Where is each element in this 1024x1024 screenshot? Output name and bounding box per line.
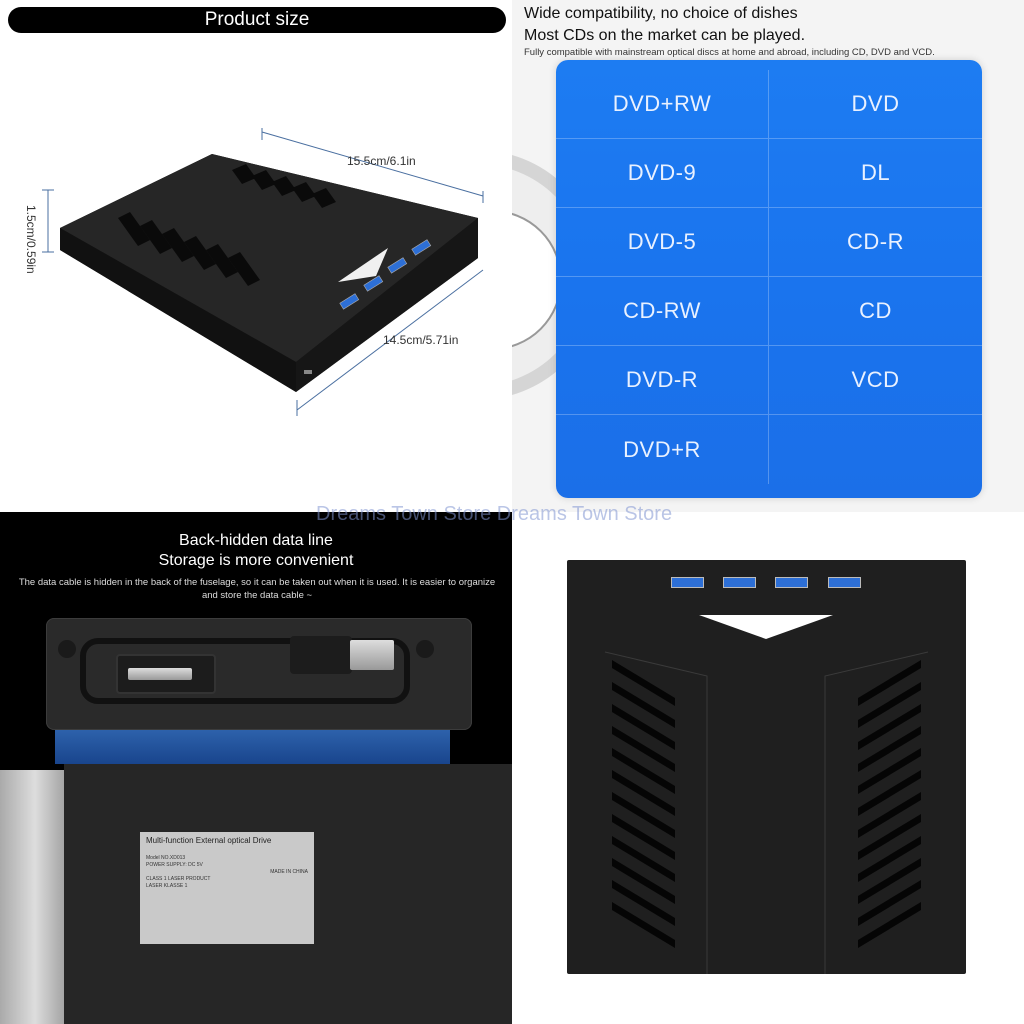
format-item: DVD+RW — [556, 70, 769, 138]
compatibility-heading: Wide compatibility, no choice of dishes — [524, 5, 798, 22]
cable-tray — [46, 618, 472, 730]
product-label: Multi-function External optical Drive Mo… — [140, 832, 314, 944]
product-size-panel: Product size — [0, 0, 512, 512]
usb-port-icon — [671, 577, 704, 588]
store-watermark: Dreams Town Store Dreams Town Store — [316, 503, 673, 525]
product-size-title: Product size — [8, 7, 506, 33]
usb-a-plug-icon — [290, 636, 352, 674]
label-made: MADE IN CHINA — [270, 869, 308, 875]
format-row: DVD-9 DL — [556, 139, 982, 208]
format-item: DVD-5 — [556, 208, 769, 276]
label-power: POWER SUPPLY: DC 5V — [146, 862, 203, 868]
arrow-icon — [699, 615, 833, 639]
height-dimension: 1.5cm/0.59in — [24, 205, 38, 274]
data-line-subtitle: Storage is more convenient — [158, 552, 354, 569]
format-item: DVD-R — [556, 346, 769, 414]
label-model: Model NO.XD013 — [146, 855, 186, 861]
label-title: Multi-function External optical Drive — [146, 836, 272, 845]
drive-mechanism — [0, 770, 70, 1024]
compatibility-description: Fully compatible with mainstream optical… — [524, 47, 935, 58]
format-row: DVD+RW DVD — [556, 70, 982, 139]
tray-glow — [55, 728, 450, 764]
usb-port-icon — [723, 577, 756, 588]
format-row: DVD-R VCD — [556, 346, 982, 415]
usb-c-connector-icon — [128, 668, 192, 680]
compatibility-subheading: Most CDs on the market can be played. — [524, 27, 806, 44]
width-dimension: 14.5cm/5.71in — [383, 333, 459, 347]
format-row: DVD-5 CD-R — [556, 208, 982, 277]
tray-screw-icon — [416, 640, 434, 658]
compatibility-panel: Wide compatibility, no choice of dishes … — [512, 0, 1024, 512]
usb-port-icon — [828, 577, 861, 588]
format-item: DL — [860, 160, 891, 185]
label-class: CLASS 1 LASER PRODUCT — [146, 876, 211, 882]
length-dimension: 15.5cm/6.1in — [347, 154, 416, 168]
format-item: VCD — [851, 367, 900, 392]
drive-illustration — [42, 128, 484, 416]
tray-screw-icon — [58, 640, 76, 658]
format-item — [769, 415, 982, 484]
formats-panel: DVD+RW DVD DVD-9 DL DVD-5 CD-R CD-RW CD … — [556, 60, 982, 498]
cable-loop — [80, 638, 410, 704]
format-row: DVD+R — [556, 415, 982, 484]
data-line-description: The data cable is hidden in the back of … — [18, 577, 496, 601]
usb-a-connector-icon — [350, 640, 394, 670]
drive-top-view — [567, 560, 966, 974]
vent-pattern — [604, 651, 929, 974]
format-item: CD — [859, 298, 892, 323]
format-item: DVD+R — [556, 415, 769, 484]
usb-port-icon — [775, 577, 808, 588]
format-item: CD-R — [847, 229, 904, 254]
format-item: CD-RW — [556, 277, 769, 345]
formats-grid: DVD+RW DVD DVD-9 DL DVD-5 CD-R CD-RW CD … — [556, 70, 982, 484]
format-row: CD-RW CD — [556, 277, 982, 346]
format-item: DVD-9 — [556, 139, 769, 207]
data-line-title: Back-hidden data line — [179, 532, 333, 549]
top-view-panel — [512, 512, 1024, 1024]
label-laser: LASER KLASSE 1 — [146, 883, 188, 889]
data-line-panel: Back-hidden data line Storage is more co… — [0, 512, 512, 1024]
format-item: DVD — [851, 91, 900, 116]
